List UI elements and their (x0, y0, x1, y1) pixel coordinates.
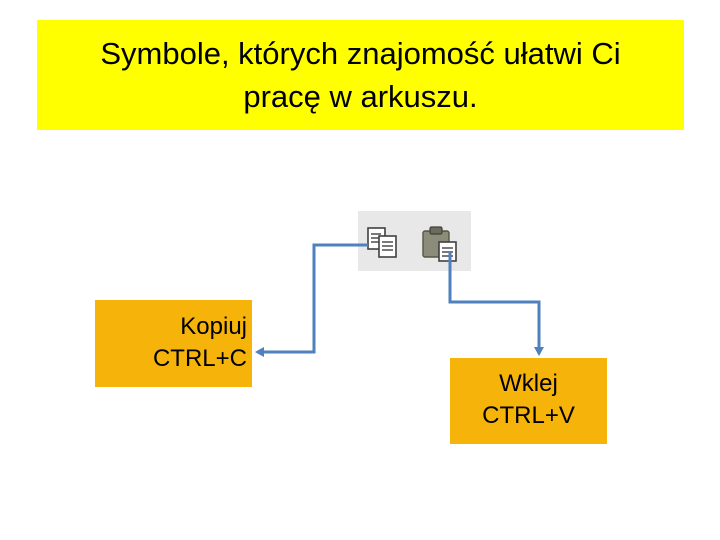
paste-label: Wklej (499, 370, 558, 397)
paste-icon[interactable] (420, 223, 464, 263)
copy-label: Kopiuj (180, 313, 247, 340)
slide-title: Symbole, których znajomość ułatwi Ci pra… (37, 20, 684, 130)
copy-shortcut-box: Kopiuj CTRL+C (95, 300, 252, 387)
clipboard-toolbar (358, 211, 471, 271)
title-line-1: Symbole, których znajomość ułatwi Ci (100, 36, 621, 71)
paste-connector-arrow (448, 252, 544, 356)
paste-shortcut-box: Wklej CTRL+V (450, 358, 607, 444)
title-line-2: pracę w arkuszu. (243, 79, 478, 114)
copy-shortcut: CTRL+C (152, 345, 247, 372)
paste-shortcut: CTRL+V (482, 402, 575, 429)
copy-connector-arrow (255, 243, 368, 357)
copy-icon[interactable] (366, 226, 406, 260)
